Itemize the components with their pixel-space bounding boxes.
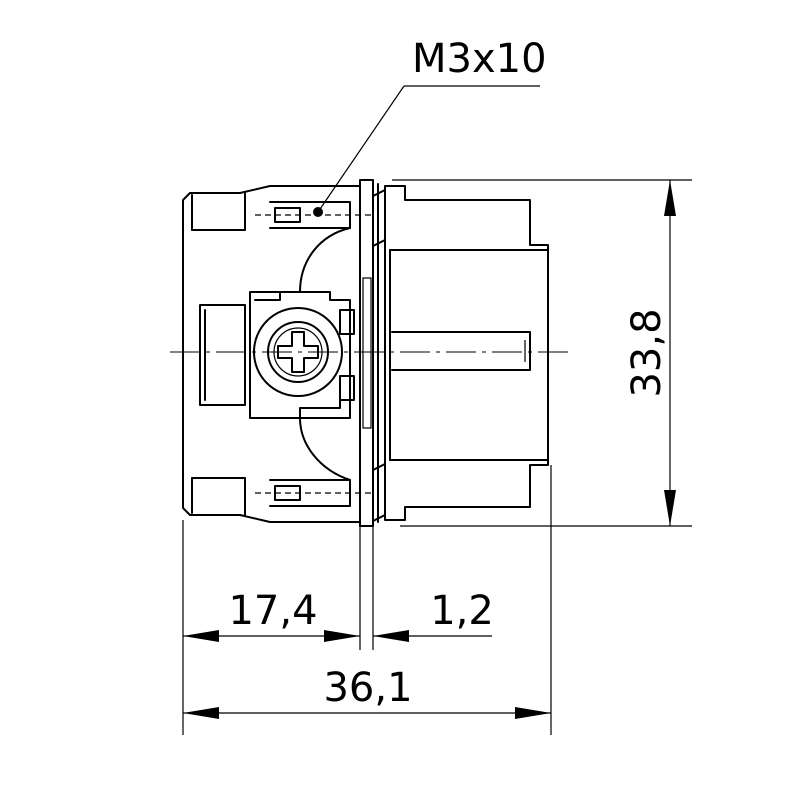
screw-callout: M3x10 bbox=[313, 36, 547, 217]
dim-arrow bbox=[664, 490, 676, 526]
callout-dot bbox=[313, 207, 323, 217]
dim-arrow bbox=[183, 707, 219, 719]
flange-dim-label: 1,2 bbox=[430, 588, 494, 634]
dim-arrow bbox=[373, 630, 409, 642]
screw-spec-label: M3x10 bbox=[412, 36, 547, 82]
flange-dimension: 1,2 bbox=[373, 588, 494, 642]
overall-length-label: 36,1 bbox=[323, 665, 412, 711]
front-depth-label: 17,4 bbox=[228, 588, 317, 634]
extension-lines bbox=[182, 465, 552, 735]
flange-plate bbox=[359, 179, 386, 527]
front-depth-dimension: 17,4 bbox=[183, 588, 360, 642]
housing-body bbox=[182, 185, 361, 523]
dim-arrow bbox=[183, 630, 219, 642]
dim-arrow bbox=[664, 180, 676, 216]
height-dim-label: 33,8 bbox=[624, 308, 670, 397]
overall-length-dimension: 36,1 bbox=[183, 665, 551, 719]
dim-arrow bbox=[324, 630, 360, 642]
contact-carrier bbox=[384, 185, 549, 521]
dim-arrow bbox=[515, 707, 551, 719]
height-dimension: 33,8 bbox=[392, 179, 692, 527]
